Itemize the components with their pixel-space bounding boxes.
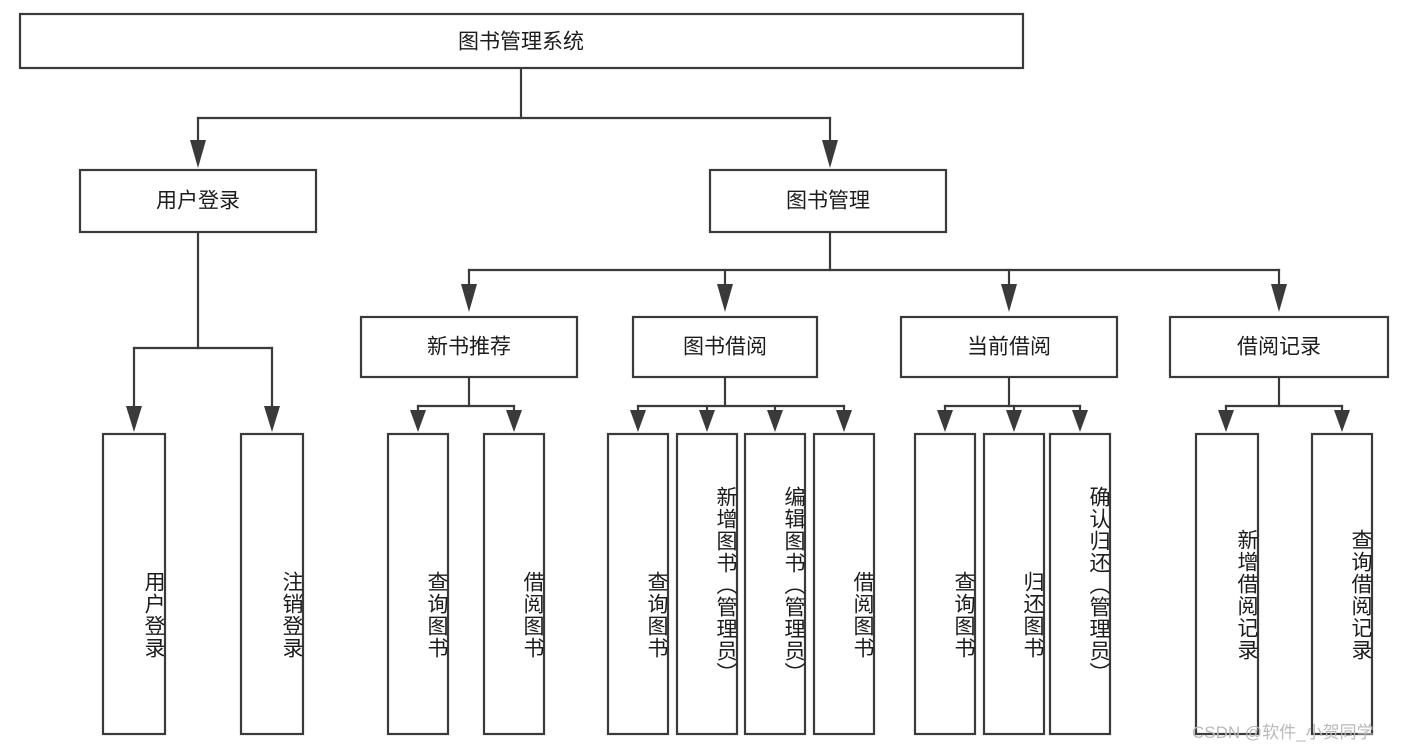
node-new-book-recommend[interactable]: [359, 315, 579, 379]
node-borrow-record-label: 借阅记录: [1237, 336, 1321, 359]
node-leaf-query-book-2[interactable]: [606, 432, 670, 736]
node-leaf-logout[interactable]: [239, 432, 305, 736]
node-book-borrow[interactable]: [631, 315, 819, 379]
node-leaf-add-record[interactable]: [1194, 432, 1260, 736]
node-leaf-borrow-book-2[interactable]: [812, 432, 876, 736]
node-current-borrow-label: 当前借阅: [967, 336, 1051, 359]
node-leaf-query-book-3[interactable]: [913, 432, 977, 736]
connector-borrowrecord-to-leaves: [1218, 375, 1350, 432]
node-leaf-query-record[interactable]: [1310, 432, 1374, 736]
node-borrow-record[interactable]: [1168, 315, 1390, 379]
node-book-borrow-label: 图书借阅: [683, 336, 767, 359]
connector-userlogin-to-leaves: [126, 230, 280, 432]
node-current-borrow[interactable]: [899, 315, 1119, 379]
node-leaf-return-book[interactable]: [982, 432, 1046, 736]
node-leaf-query-book-1[interactable]: [386, 432, 450, 736]
node-user-login[interactable]: [78, 168, 318, 234]
connector-bookmgmt-to-level3: [461, 230, 1287, 312]
connector-bookborrow-to-leaves: [630, 375, 852, 432]
node-user-login-label: 用户登录: [156, 190, 240, 213]
connector-root-to-level2: [190, 66, 838, 168]
node-leaf-borrow-book-1[interactable]: [482, 432, 546, 736]
csdn-watermark: CSDN @软件_小贺同学: [1192, 723, 1374, 742]
connector-currentborrow-to-leaves: [937, 375, 1088, 432]
node-root-label: 图书管理系统: [458, 31, 584, 54]
node-book-management-label: 图书管理: [786, 190, 870, 213]
node-book-management[interactable]: [708, 168, 948, 234]
node-leaf-edit-book[interactable]: [743, 432, 807, 736]
node-leaf-add-book[interactable]: [675, 432, 739, 736]
node-new-book-recommend-label: 新书推荐: [427, 336, 511, 359]
node-leaf-confirm-return[interactable]: [1048, 432, 1112, 736]
connector-newbook-to-leaves: [410, 375, 522, 432]
node-leaf-user-login[interactable]: [101, 432, 167, 736]
node-root[interactable]: [18, 12, 1025, 70]
